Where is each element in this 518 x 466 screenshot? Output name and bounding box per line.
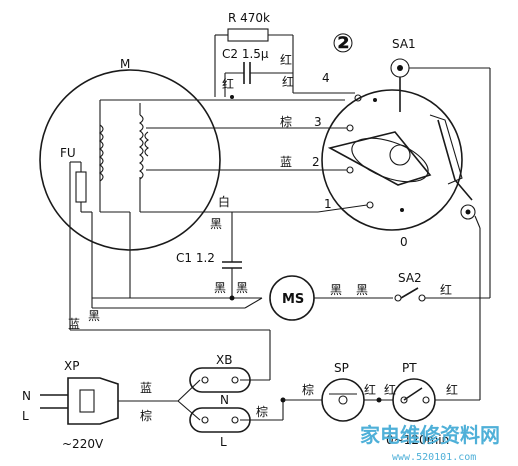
tap-0-label: 0 bbox=[400, 235, 408, 249]
c2-left-wire-label: 红 bbox=[222, 76, 234, 91]
terminal-xb-label: XB bbox=[216, 353, 232, 367]
switch-sa1-label: SA1 bbox=[392, 37, 416, 51]
capacitor-c2 bbox=[224, 62, 293, 99]
resistor-label: R 470k bbox=[228, 11, 270, 25]
switch-sa2 bbox=[394, 287, 490, 302]
fuse-fu bbox=[69, 161, 93, 330]
c2-right-wire-label: 红 bbox=[280, 52, 292, 67]
motor-label: M bbox=[120, 57, 130, 71]
plug-label: XP bbox=[64, 359, 79, 373]
tap-3-label: 3 bbox=[314, 115, 322, 129]
capacitor-c1-label: C1 1.2 bbox=[176, 251, 215, 265]
sa2-red-label: 红 bbox=[440, 282, 452, 297]
pt-red-left-label: 红 bbox=[384, 382, 396, 397]
tap-4-label: 4 bbox=[322, 71, 330, 85]
pt-red-right-label: 红 bbox=[446, 382, 458, 397]
wire-red-4-label: 红 bbox=[282, 74, 294, 89]
wire-black-upper-label: 黑 bbox=[210, 217, 222, 231]
tap-1-label: 1 bbox=[324, 197, 332, 211]
plug-xp bbox=[40, 377, 178, 425]
ms-black-1-label: 黑 bbox=[330, 283, 342, 297]
wire-brown-l-label: 棕 bbox=[256, 404, 268, 419]
sync-motor-label: MS bbox=[282, 292, 304, 307]
plug-n-label: N bbox=[22, 389, 31, 403]
wire-brown-3-label: 棕 bbox=[280, 114, 292, 129]
pt-label: PT bbox=[402, 361, 417, 375]
wire-blue-fu-label: 蓝 bbox=[68, 317, 80, 331]
voltage-label: ~220V bbox=[62, 437, 104, 451]
wire-blue-2-label: 蓝 bbox=[280, 155, 292, 169]
wire-white-label: 白 bbox=[218, 194, 230, 209]
switch-sa1 bbox=[298, 58, 476, 231]
plug-l-label: L bbox=[22, 409, 29, 423]
tap-2-label: 2 bbox=[312, 155, 320, 169]
timer-range-label: 0~120min bbox=[386, 433, 449, 447]
capacitor-c2-label: C2 1.5μ bbox=[222, 47, 269, 61]
resistor-r bbox=[214, 28, 294, 97]
circle-number: ② bbox=[332, 29, 354, 59]
wire-black-left-label: 黑 bbox=[214, 281, 226, 295]
wire-black-right-label: 黑 bbox=[236, 281, 248, 295]
watermark-text: 家电维修资料网 bbox=[360, 423, 500, 447]
watermark-url: www.520101.com bbox=[392, 452, 476, 463]
wire-black-fu-label: 黑 bbox=[88, 309, 100, 323]
switch-sa2-label: SA2 bbox=[398, 271, 422, 285]
ms-black-2-label: 黑 bbox=[356, 283, 368, 297]
sync-motor-ms bbox=[269, 275, 393, 321]
fuse-label: FU bbox=[60, 146, 76, 160]
sp-label: SP bbox=[334, 361, 349, 375]
terminal-block-xb bbox=[177, 367, 286, 433]
sp-red-label: 红 bbox=[364, 382, 376, 397]
sp-brown-label: 棕 bbox=[302, 382, 314, 397]
wire-brown-plug-label: 棕 bbox=[140, 408, 152, 423]
terminal-l-label: L bbox=[220, 435, 227, 449]
motor-m bbox=[39, 69, 345, 251]
switch-sp bbox=[283, 378, 393, 422]
wire-blue-plug-label: 蓝 bbox=[140, 381, 152, 395]
timer-pt bbox=[392, 370, 481, 422]
terminal-n-label: N bbox=[220, 393, 229, 407]
watermark: 家电维修资料网 www.520101.com bbox=[360, 423, 500, 463]
